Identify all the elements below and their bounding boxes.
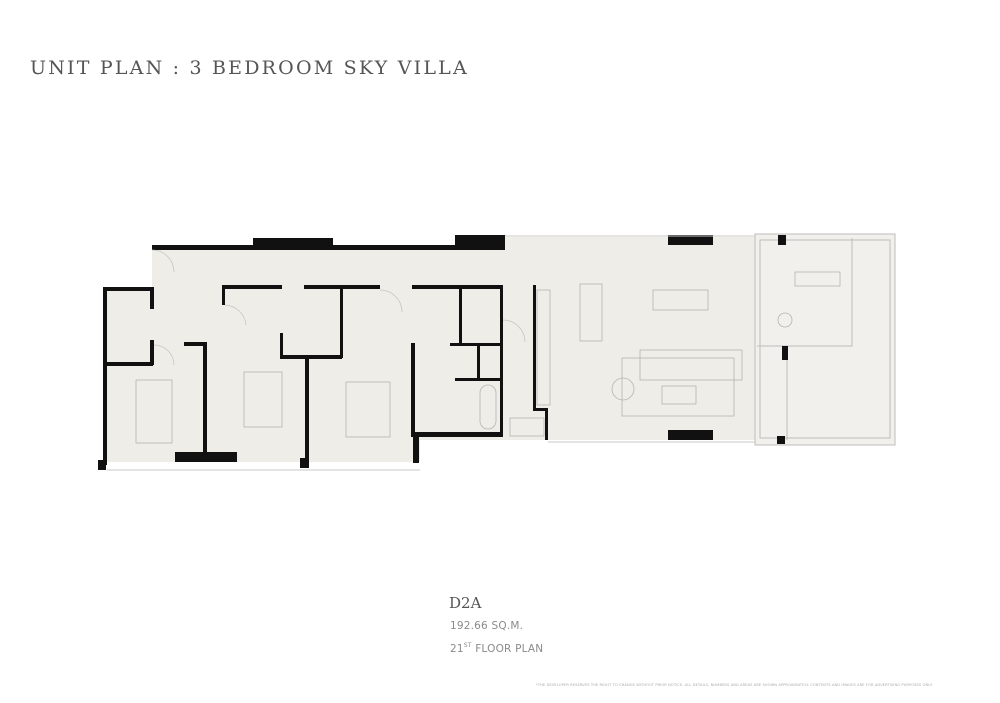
wall [280, 355, 342, 359]
wall [253, 238, 333, 248]
page-title: UNIT PLAN : 3 BEDROOM SKY VILLA [30, 57, 469, 79]
furniture [135, 271, 841, 444]
wall [222, 285, 282, 289]
unit-code: D2A [449, 594, 482, 612]
wall [477, 343, 480, 381]
bathtub [479, 384, 497, 430]
wall [545, 408, 548, 440]
side-table [777, 312, 793, 328]
desk [794, 271, 841, 287]
wall [411, 432, 503, 437]
wall [533, 408, 548, 411]
bedroom-wing-floor [105, 289, 420, 462]
door-swings [151, 249, 526, 366]
wall [300, 458, 309, 468]
wall [98, 460, 106, 470]
tv-console [509, 417, 545, 437]
wall [280, 333, 283, 358]
rug [621, 357, 735, 417]
wall [412, 285, 503, 289]
unit-area: 192.66 SQ.M. [450, 620, 524, 632]
wall [150, 287, 154, 309]
floor-suffix: ST [463, 642, 472, 649]
wall [305, 355, 309, 460]
kitchen-island [579, 283, 603, 342]
disclaimer: *THE DEVELOPER RESERVES THE RIGHT TO CHA… [536, 683, 933, 687]
floor-label: 21ST FLOOR PLAN [450, 642, 543, 655]
coffee-table [661, 385, 697, 405]
wall [184, 342, 207, 346]
floor-fill [105, 234, 895, 462]
bed [345, 381, 391, 438]
wall [533, 285, 536, 410]
wall [150, 340, 154, 365]
terrace-floor [755, 234, 895, 445]
wall [222, 285, 225, 305]
floor-number: 21 [450, 643, 464, 655]
wall [413, 437, 419, 463]
round-table [611, 377, 635, 401]
sofa [639, 349, 743, 381]
floor-plan-text: FLOOR PLAN [475, 643, 544, 655]
wall [500, 287, 503, 435]
wall [411, 343, 415, 437]
wall [175, 452, 237, 462]
column [777, 436, 785, 444]
wall [455, 235, 505, 248]
wall [450, 343, 503, 346]
terrace-outline [754, 233, 896, 446]
wall [455, 378, 503, 381]
wall [668, 430, 713, 440]
bed [135, 379, 173, 444]
counter [536, 289, 551, 406]
wall [459, 287, 462, 345]
windows [107, 235, 755, 471]
living-floor [505, 237, 755, 440]
wall [105, 362, 153, 366]
wall [340, 285, 343, 358]
wall [203, 342, 207, 460]
bed [243, 371, 283, 428]
column [778, 235, 786, 245]
wall [668, 235, 713, 245]
wall [103, 287, 107, 465]
walls [98, 235, 788, 470]
column [782, 346, 788, 360]
wall [103, 287, 154, 291]
dining-table [652, 289, 709, 311]
